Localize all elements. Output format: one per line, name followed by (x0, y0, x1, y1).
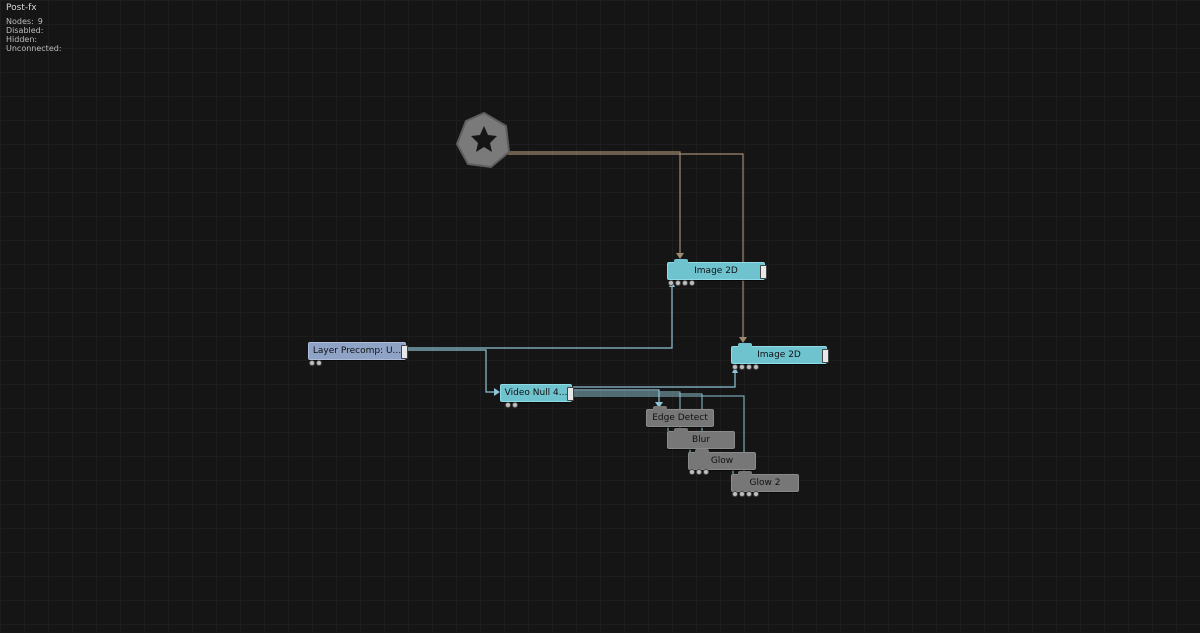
node-tab (695, 449, 709, 454)
star-gear-icon[interactable] (456, 112, 510, 168)
node-tab (653, 406, 667, 411)
input-port[interactable] (739, 491, 745, 497)
input-port[interactable] (689, 469, 695, 475)
node-blur[interactable]: Blur (667, 428, 735, 449)
input-port[interactable] (739, 364, 745, 370)
node-glow[interactable]: Glow (688, 449, 756, 470)
input-ports (689, 469, 709, 475)
node-label: Blur (691, 435, 711, 445)
output-port[interactable] (822, 349, 829, 363)
input-ports (732, 364, 759, 370)
input-port[interactable] (753, 491, 759, 497)
node-label: Glow 2 (749, 478, 781, 488)
graph-info: Post-fx Nodes:9 Disabled: Hidden: Unconn… (6, 3, 66, 54)
node-label: Edge Detect (652, 413, 708, 423)
stat-unconnected: Unconnected: (6, 44, 62, 53)
node-layer-precomp[interactable]: Layer Precomp: U... (308, 342, 408, 360)
wire-arrow (676, 253, 684, 259)
wire-root-image2d-b (508, 153, 744, 341)
input-port[interactable] (512, 402, 518, 408)
input-ports (505, 402, 518, 408)
node-label: Video Null 4... (504, 388, 568, 398)
node-tab (738, 343, 752, 348)
wire-precomp-image2d-a (407, 283, 673, 349)
input-ports (732, 491, 759, 497)
node-label: Layer Precomp: U... (312, 346, 402, 356)
node-label: Image 2D (694, 266, 738, 276)
input-port[interactable] (505, 402, 511, 408)
input-ports (668, 280, 695, 286)
input-port[interactable] (316, 360, 322, 366)
input-port[interactable] (732, 364, 738, 370)
wire-root-image2d-a (508, 151, 681, 257)
input-port[interactable] (668, 280, 674, 286)
node-tab (674, 428, 688, 433)
wire-videonull-edge (573, 389, 660, 405)
input-port[interactable] (689, 280, 695, 286)
output-port[interactable] (760, 265, 767, 279)
node-label: Glow (710, 456, 734, 466)
wire-arrow (655, 402, 663, 408)
wire-videonull-image2d-b (573, 369, 736, 388)
node-image2d-a[interactable]: Image 2D (667, 259, 767, 280)
input-ports (309, 360, 322, 366)
wire-arrow (494, 388, 500, 396)
input-port[interactable] (746, 491, 752, 497)
input-port[interactable] (732, 491, 738, 497)
output-port[interactable] (401, 345, 408, 359)
input-port[interactable] (746, 364, 752, 370)
input-port[interactable] (682, 280, 688, 286)
input-port[interactable] (309, 360, 315, 366)
stat-nodes: Nodes:9 (6, 17, 43, 26)
input-port[interactable] (703, 469, 709, 475)
input-port[interactable] (753, 364, 759, 370)
wire-arrow (732, 367, 738, 373)
node-tab (738, 471, 752, 476)
node-label: Image 2D (757, 350, 801, 360)
input-port[interactable] (675, 280, 681, 286)
stat-hidden: Hidden: (6, 35, 38, 44)
input-port[interactable] (696, 469, 702, 475)
stat-disabled: Disabled: (6, 26, 44, 35)
node-tab (674, 259, 688, 264)
wire-videonull-glow2 (573, 395, 745, 474)
node-image2d-b[interactable]: Image 2D (731, 343, 829, 364)
wire-precomp-videonull (407, 349, 496, 393)
wire-arrow (739, 337, 747, 343)
node-glow-2[interactable]: Glow 2 (731, 471, 799, 492)
graph-title: Post-fx (6, 3, 37, 13)
output-port[interactable] (567, 387, 574, 401)
node-video-null[interactable]: Video Null 4... (500, 384, 574, 402)
node-edge-detect[interactable]: Edge Detect (646, 406, 714, 427)
